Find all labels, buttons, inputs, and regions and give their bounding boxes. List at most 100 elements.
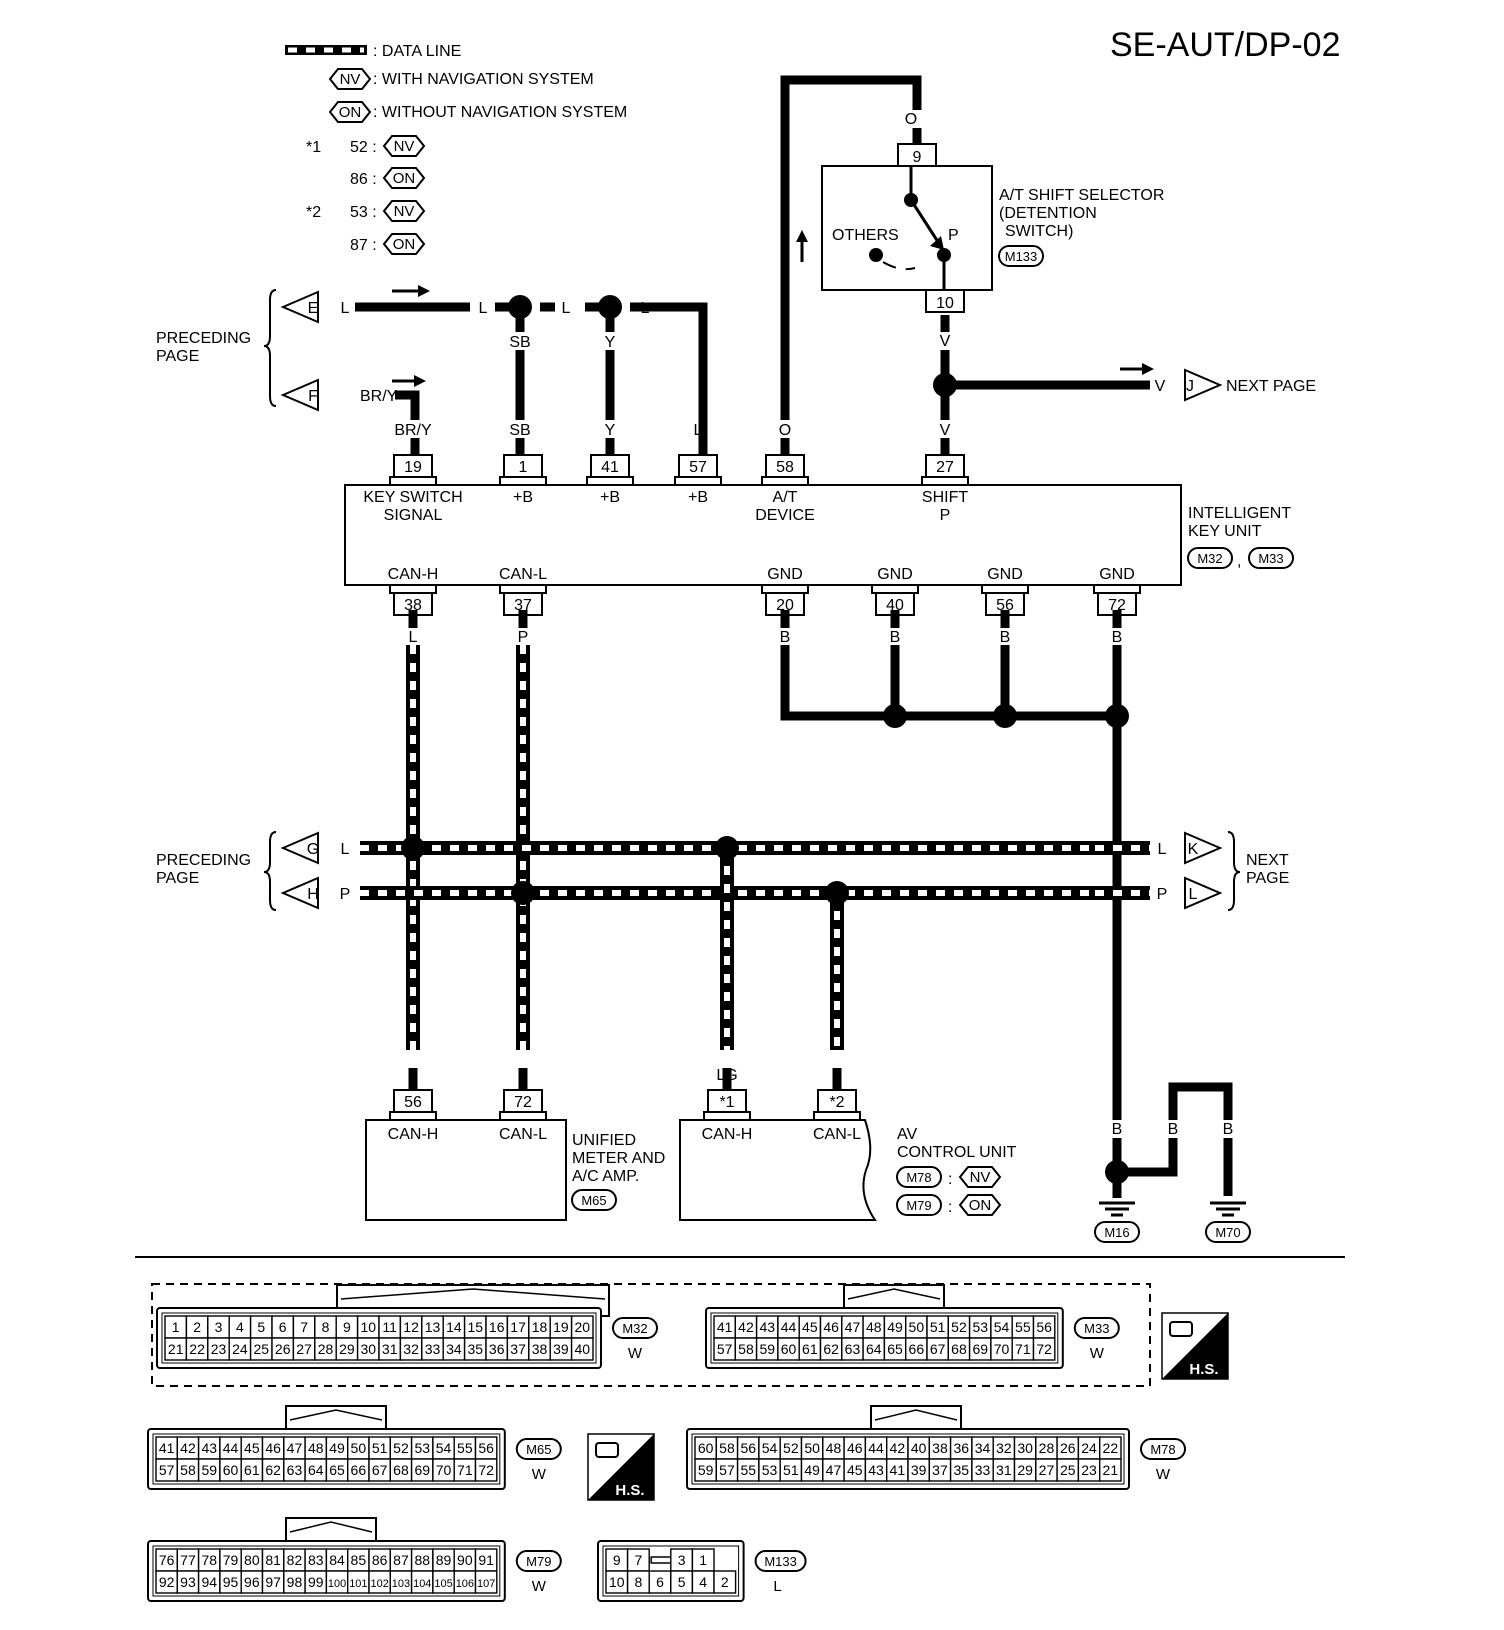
pin-number: 59 [759, 1341, 775, 1357]
wire-label: B [1223, 1121, 1234, 1138]
pin-number: 29 [339, 1341, 355, 1357]
pin-number: 100 [328, 1578, 346, 1590]
connector-color: W [628, 1345, 643, 1362]
pin-number: 55 [740, 1462, 756, 1478]
pin-number: 7 [635, 1552, 643, 1568]
wire-label: O [779, 422, 791, 439]
pin-number: 65 [887, 1341, 903, 1357]
pin-cell [474, 1458, 498, 1482]
pin-number: 82 [287, 1552, 303, 1568]
pin-number: 58 [719, 1440, 735, 1456]
pin-number: 22 [189, 1341, 205, 1357]
wire-label: B [1112, 629, 1123, 646]
pin-number: 92 [159, 1574, 175, 1590]
pin-function: CAN-L [499, 1126, 547, 1143]
ikey-pin-base [499, 476, 547, 486]
pin-number: 63 [287, 1462, 303, 1478]
wire-label: Y [605, 334, 616, 351]
pin-number: 8 [635, 1574, 643, 1590]
pin-number: 60 [781, 1341, 797, 1357]
pin-number: 71 [1015, 1341, 1031, 1357]
ikey-pin-base [1093, 584, 1141, 594]
connector-id: M78 [1150, 1442, 1175, 1457]
pin-function: CAN-L [813, 1126, 861, 1143]
wire-label: L [341, 300, 350, 317]
pin-function: SHIFT [922, 489, 968, 506]
ikey-pin-base [871, 584, 919, 594]
connector-id: M79 [526, 1554, 551, 1569]
pin-number: 33 [425, 1341, 441, 1357]
pin-function: DEVICE [755, 507, 815, 524]
pin-number: 38 [532, 1341, 548, 1357]
pin-label: 56 [404, 1094, 422, 1111]
pin-number: 27 [1039, 1462, 1055, 1478]
pin-number: 37 [510, 1341, 526, 1357]
pin-number: 59 [201, 1462, 217, 1478]
pin-number: 101 [349, 1578, 367, 1590]
connector-id: M65 [526, 1442, 551, 1457]
pin-number: 42 [738, 1319, 754, 1335]
pin-function: A/T [773, 489, 798, 506]
note2-nv-tag: NV [394, 203, 415, 220]
pin-number: 96 [244, 1574, 260, 1590]
preceding-page-label-2: PAGE [156, 348, 199, 365]
pin-number: 29 [1017, 1462, 1033, 1478]
pin-number: 45 [802, 1319, 818, 1335]
pin-number: 17 [510, 1319, 526, 1335]
pin-number: 83 [308, 1552, 324, 1568]
note1-on-tag: ON [393, 170, 416, 187]
note2-on-tag: ON [393, 236, 416, 253]
wire-label: P [518, 629, 529, 646]
ikey-connector-1: M32 [1197, 551, 1222, 566]
wire-labels-top: L L L L BR/Y SB Y BR/Y SB Y L O V V O V [341, 111, 1166, 439]
preceding-page-label-1: PRECEDING [156, 852, 251, 869]
pin-number: 47 [287, 1440, 303, 1456]
pin-function: CAN-H [388, 566, 439, 583]
pin-number: 39 [911, 1462, 927, 1478]
pin-number: 57 [717, 1341, 733, 1357]
pin-number: 44 [868, 1440, 884, 1456]
pin-number: 51 [783, 1462, 799, 1478]
pin-number: 30 [361, 1341, 377, 1357]
wire-label: B [780, 629, 791, 646]
pin-number: 55 [1015, 1319, 1031, 1335]
pin-number: 102 [371, 1578, 389, 1590]
pin-function: CAN-H [388, 1126, 439, 1143]
pin-number: 35 [468, 1341, 484, 1357]
wire-label: B [890, 629, 901, 646]
next-page-label-1: NEXT [1246, 852, 1289, 869]
pin-number: 30 [1017, 1440, 1033, 1456]
wire-label: BR/Y [360, 388, 398, 405]
ground-m70: M70 [1215, 1225, 1240, 1240]
pin-function: GND [767, 566, 803, 583]
pin-function: CAN-H [702, 1126, 753, 1143]
ikey-pin-base [761, 584, 809, 594]
pin-label: 57 [689, 459, 707, 476]
pin-number: 46 [265, 1440, 281, 1456]
pin-number: 26 [1060, 1440, 1076, 1456]
pin-number: 49 [329, 1440, 345, 1456]
av-on-tag: ON [969, 1197, 992, 1214]
connector-color: W [1156, 1466, 1171, 1483]
pin-number: 70 [994, 1341, 1010, 1357]
pin-number: 50 [804, 1440, 820, 1456]
pin-number: 58 [180, 1462, 196, 1478]
pin-function: +B [600, 489, 620, 506]
pin-number: 31 [996, 1462, 1012, 1478]
pin-number: 10 [609, 1574, 625, 1590]
pin-function: KEY SWITCH [363, 489, 462, 506]
pin-number: 103 [392, 1578, 410, 1590]
connector-g-arrow [280, 831, 319, 865]
wire-label: V [940, 422, 951, 439]
preceding-page-label-2: PAGE [156, 870, 199, 887]
pin-number: 57 [159, 1462, 175, 1478]
connector-h: H [307, 886, 319, 903]
pin-number: 60 [223, 1462, 239, 1478]
pin-number: 62 [265, 1462, 281, 1478]
connector-id: M133 [764, 1554, 797, 1569]
pin-number: 6 [656, 1574, 664, 1590]
